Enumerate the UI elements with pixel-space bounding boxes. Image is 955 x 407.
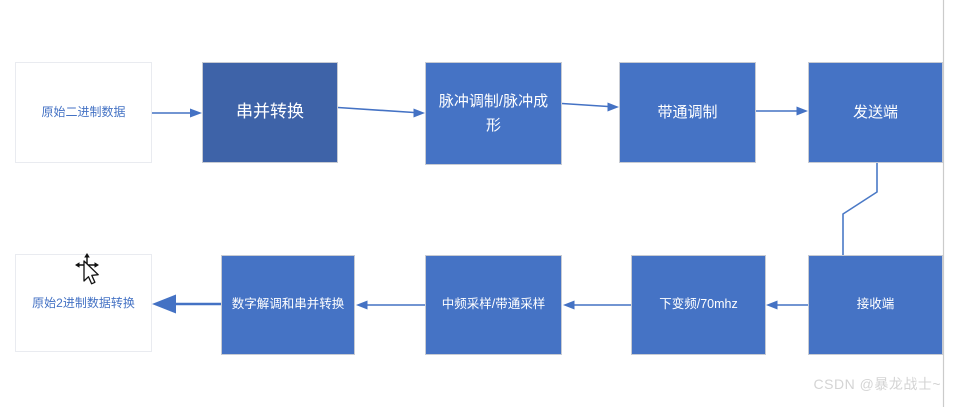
node-downconversion: 下变频/70mhz: [631, 255, 766, 355]
node-demod-label: 数字解调和串并转换: [231, 297, 345, 312]
node-receiver: 接收端: [808, 255, 943, 355]
node-digital-demodulation: 数字解调和串并转换: [221, 255, 355, 355]
connector-transmit-to-receive: [842, 163, 878, 255]
node-bandpass-label: 带通调制: [657, 103, 718, 121]
node-transmitter: 发送端: [808, 62, 943, 163]
arrow-demod-to-output: [152, 294, 221, 314]
node-output-label: 原始2进制数据转换: [32, 295, 135, 310]
node-if-sampling: 中频采样/带通采样: [425, 255, 562, 355]
node-serial-parallel-conversion: 串并转换: [202, 62, 338, 163]
node-downconv-label: 下变频/70mhz: [659, 297, 738, 312]
node-pulse-label: 脉冲调制/脉冲成形: [438, 93, 549, 134]
node-source: 原始二进制数据: [15, 62, 152, 163]
node-source-label: 原始二进制数据: [41, 105, 126, 120]
arrow-pulse-to-bandpass: [561, 102, 619, 112]
arrow-receive-to-downconv: [766, 300, 808, 310]
arrow-ifsamp-to-demod: [356, 300, 425, 310]
arrow-source-to-serial: [152, 108, 202, 118]
arrow-downconv-to-ifsamp: [563, 300, 631, 310]
arrow-serial-to-pulse: [337, 106, 425, 118]
arrow-bandpass-to-transmit: [756, 106, 808, 116]
node-pulse-modulation-shaping: 脉冲调制/脉冲成形: [425, 62, 562, 165]
node-ifsamp-label: 中频采样/带通采样: [441, 297, 546, 312]
node-receive-label: 接收端: [856, 297, 895, 312]
node-serial-label: 串并转换: [236, 102, 304, 122]
node-bandpass-modulation: 带通调制: [619, 62, 756, 163]
node-output: 原始2进制数据转换: [15, 254, 152, 352]
node-transmit-label: 发送端: [852, 103, 898, 121]
csdn-watermark: CSDN @暴龙战士~: [813, 376, 941, 392]
